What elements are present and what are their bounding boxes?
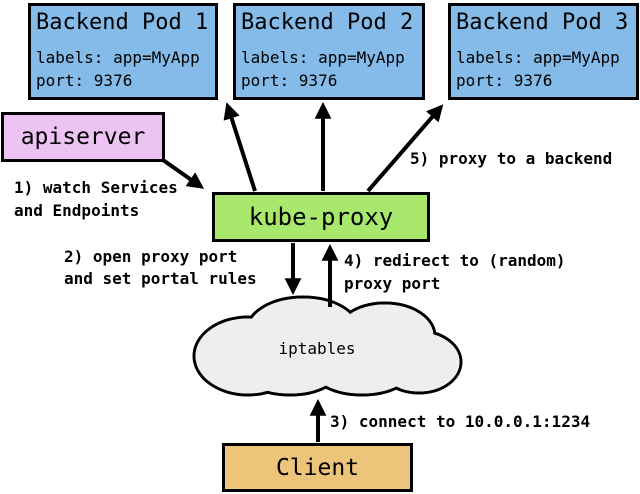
iptables-label: iptables <box>278 339 356 358</box>
client-label: Client <box>275 454 360 481</box>
pod-labels: labels: app=MyApp <box>241 48 405 67</box>
pod-labels: labels: app=MyApp <box>36 48 200 67</box>
pod-title: Backend Pod 2 <box>241 10 414 35</box>
pod-labels: labels: app=MyApp <box>456 48 620 67</box>
arrow-apiserver-to-kube-proxy <box>161 158 205 189</box>
pod-title: Backend Pod 1 <box>36 10 209 35</box>
annotation-step2: 2) open proxy port and set portal rules <box>64 247 257 288</box>
annotation-step5: 5) proxy to a backend <box>410 149 613 168</box>
kube-proxy-label: kube-proxy <box>248 203 394 231</box>
pod-port: port: 9376 <box>36 71 133 90</box>
iptables-cloud <box>192 295 463 397</box>
annotation-step4: 4) redirect to (random) proxy port <box>344 251 566 293</box>
annotation-step3: 3) connect to 10.0.0.1:1234 <box>330 412 591 431</box>
arrow-kube-proxy-to-pod1 <box>223 102 257 192</box>
pod-title: Backend Pod 3 <box>456 10 629 35</box>
apiserver-box: apiserver <box>1 112 165 162</box>
client-box: Client <box>222 443 413 492</box>
backend-pod-3-box: Backend Pod 3 labels: app=MyApp port: 93… <box>448 3 639 100</box>
apiserver-label: apiserver <box>20 124 146 150</box>
annotation-step1: 1) watch Services and Endpoints <box>14 178 178 220</box>
pod-port: port: 9376 <box>241 71 338 90</box>
backend-pod-2-box: Backend Pod 2 labels: app=MyApp port: 93… <box>233 3 425 100</box>
pod-port: port: 9376 <box>456 71 553 90</box>
kube-proxy-box: kube-proxy <box>212 192 430 242</box>
arrow-kube-proxy-to-pod3 <box>366 104 444 193</box>
backend-pod-1-box: Backend Pod 1 labels: app=MyApp port: 93… <box>28 3 218 100</box>
